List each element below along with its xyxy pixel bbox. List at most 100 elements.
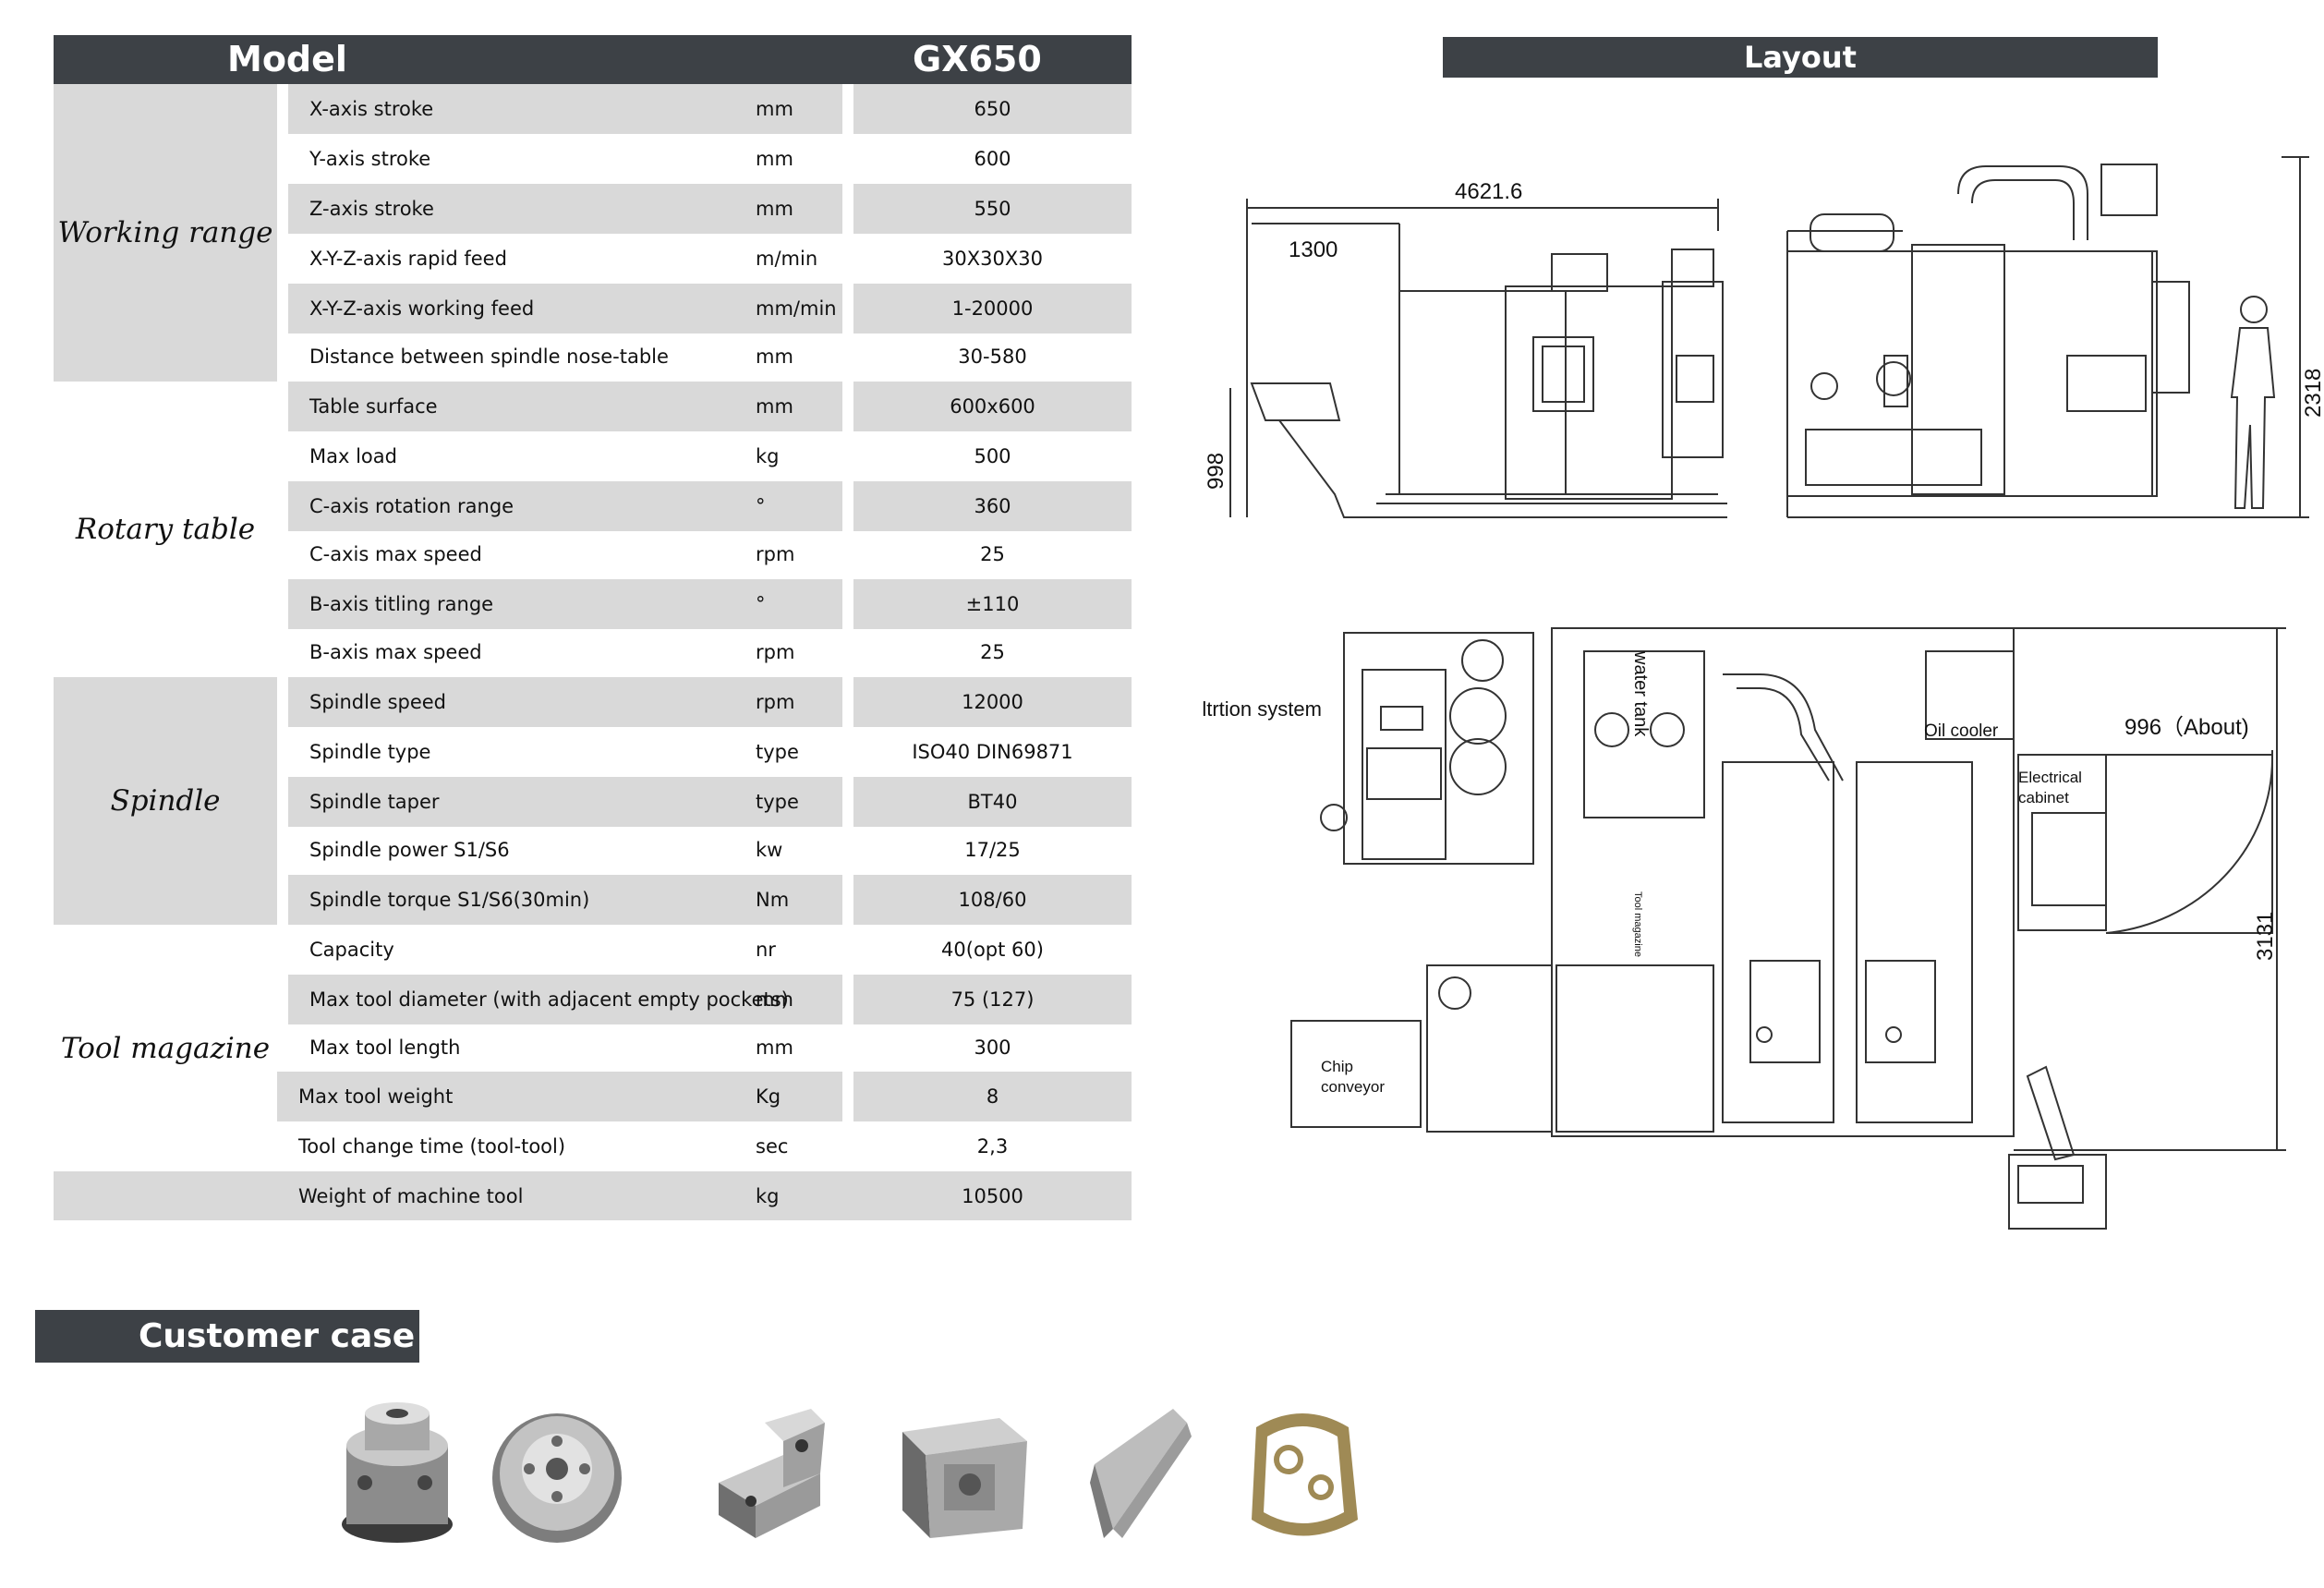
row-value: 17/25	[964, 839, 1021, 861]
row-value: 75 (127)	[950, 988, 1035, 1011]
table-row: Max load kg 500	[288, 431, 1132, 481]
row-unit: °	[756, 593, 766, 615]
table-row: B-axis max speed rpm 25	[288, 627, 1132, 677]
plan-view-drawing	[1290, 627, 2286, 1230]
row-value: 25	[980, 641, 1005, 663]
water-tank-callout: water tank	[1630, 650, 1651, 737]
row-name: B-axis max speed	[309, 641, 482, 663]
row-value: 2,3	[976, 1135, 1009, 1158]
front-view-drawing	[1229, 199, 1727, 518]
row-name: Weight of machine tool	[298, 1185, 524, 1207]
table-row: Weight of machine tool kg 10500	[277, 1171, 1132, 1221]
row-name: Table surface	[309, 395, 438, 418]
row-value: 300	[974, 1036, 1011, 1059]
table-row: C-axis rotation range°360	[288, 481, 1132, 531]
row-name: Tool change time (tool-tool)	[298, 1135, 566, 1158]
electrical-cabinet-callout: Electrical	[2018, 769, 2082, 786]
row-name: Spindle power S1/S6	[309, 839, 510, 861]
row-unit: Kg	[756, 1085, 781, 1108]
spec-table-header: Model GX650	[54, 35, 1132, 84]
flange-part-photo	[342, 1402, 453, 1543]
table-row: Max tool diameter (with adjacent empty p…	[288, 975, 1132, 1024]
row-name: Spindle type	[309, 741, 431, 763]
row-name: B-axis titling range	[309, 593, 494, 615]
row-unit: nr	[756, 939, 776, 961]
row-unit: mm	[756, 988, 793, 1011]
gear-wheel-part-photo	[492, 1413, 622, 1543]
filtration-callout: Filtrtion system	[1201, 697, 1322, 721]
row-unit: mm	[756, 148, 793, 170]
row-name: Z-axis stroke	[309, 198, 434, 220]
bracket-part-photo	[719, 1409, 825, 1538]
row-name: Distance between spindle nose-table	[309, 345, 669, 368]
row-unit: mm	[756, 98, 793, 120]
dim-front-height: 998	[1204, 453, 1229, 490]
row-value: 30-580	[958, 345, 1027, 368]
row-name: Max tool length	[309, 1036, 461, 1059]
dim-overall-length: 4621.6	[1455, 179, 1522, 204]
row-unit: mm	[756, 198, 793, 220]
oil-cooler-callout: Oil cooler	[1924, 721, 1999, 741]
dim-door-swing: 996（About)	[2124, 715, 2249, 740]
row-name: X-axis stroke	[309, 98, 434, 120]
row-name: Max tool weight	[298, 1085, 454, 1108]
row-name: C-axis max speed	[309, 543, 482, 565]
row-unit: type	[756, 791, 799, 813]
row-unit: mm	[756, 1036, 793, 1059]
row-value: 10500	[962, 1185, 1023, 1207]
row-value: 600x600	[950, 395, 1035, 418]
row-unit: rpm	[756, 641, 795, 663]
row-unit: kg	[756, 1185, 780, 1207]
row-unit: mm	[756, 395, 793, 418]
row-unit: mm	[756, 345, 793, 368]
row-value: 108/60	[958, 889, 1027, 911]
row-name: C-axis rotation range	[309, 495, 514, 517]
row-value: ±110	[965, 593, 1020, 615]
row-value: 25	[980, 543, 1005, 565]
row-unit: rpm	[756, 691, 795, 713]
group-spindle: Spindle	[54, 677, 277, 925]
layout-drawings: 4621.6 1300 998 2318 996（About) 3131 Fil…	[1201, 156, 2324, 1230]
row-name: Spindle torque S1/S6(30min)	[309, 889, 590, 911]
row-unit: Nm	[756, 889, 790, 911]
table-row: Max tool length mm 300	[288, 1023, 1132, 1073]
plate-part-photo	[1090, 1409, 1192, 1538]
group-tool-magazine: Tool magazine	[54, 925, 277, 1171]
row-unit: kw	[756, 839, 783, 861]
dim-overall-height: 2318	[2301, 369, 2324, 418]
layout-header: Layout	[1443, 37, 2158, 78]
table-row: B-axis titling range ° ±110	[288, 579, 1132, 629]
row-value: 500	[974, 445, 1011, 467]
row-unit: kg	[756, 445, 780, 467]
row-name: Max tool diameter (with adjacent empty p…	[309, 988, 789, 1011]
chip-conveyor-callout: Chip	[1321, 1058, 1353, 1075]
row-unit: rpm	[756, 543, 795, 565]
model-value: GX650	[913, 39, 1042, 79]
table-row: Distance between spindle nose-table mm 30-…	[288, 332, 1132, 382]
group-label: Tool magazine	[60, 1031, 271, 1065]
table-row: Spindle power S1/S6 kw 17/25	[288, 825, 1132, 875]
row-value: 360	[974, 495, 1011, 517]
table-row: Table surface mm 600x600	[288, 382, 1132, 431]
model-label: Model	[227, 39, 347, 79]
row-value: ISO40 DIN69871	[912, 741, 1073, 763]
row-name: Max load	[309, 445, 397, 467]
row-value: 8	[986, 1085, 999, 1108]
row-value: 12000	[962, 691, 1023, 713]
group-working-range: Working range	[54, 84, 277, 382]
table-row: Spindle torque S1/S6(30min) Nm 108/60	[288, 875, 1132, 925]
row-unit: mm/min	[756, 297, 837, 320]
row-name: X-Y-Z-axis working feed	[309, 297, 535, 320]
row-name: Spindle taper	[309, 791, 440, 813]
group-label: Working range	[57, 216, 273, 249]
row-name: X-Y-Z-axis rapid feed	[309, 248, 507, 270]
